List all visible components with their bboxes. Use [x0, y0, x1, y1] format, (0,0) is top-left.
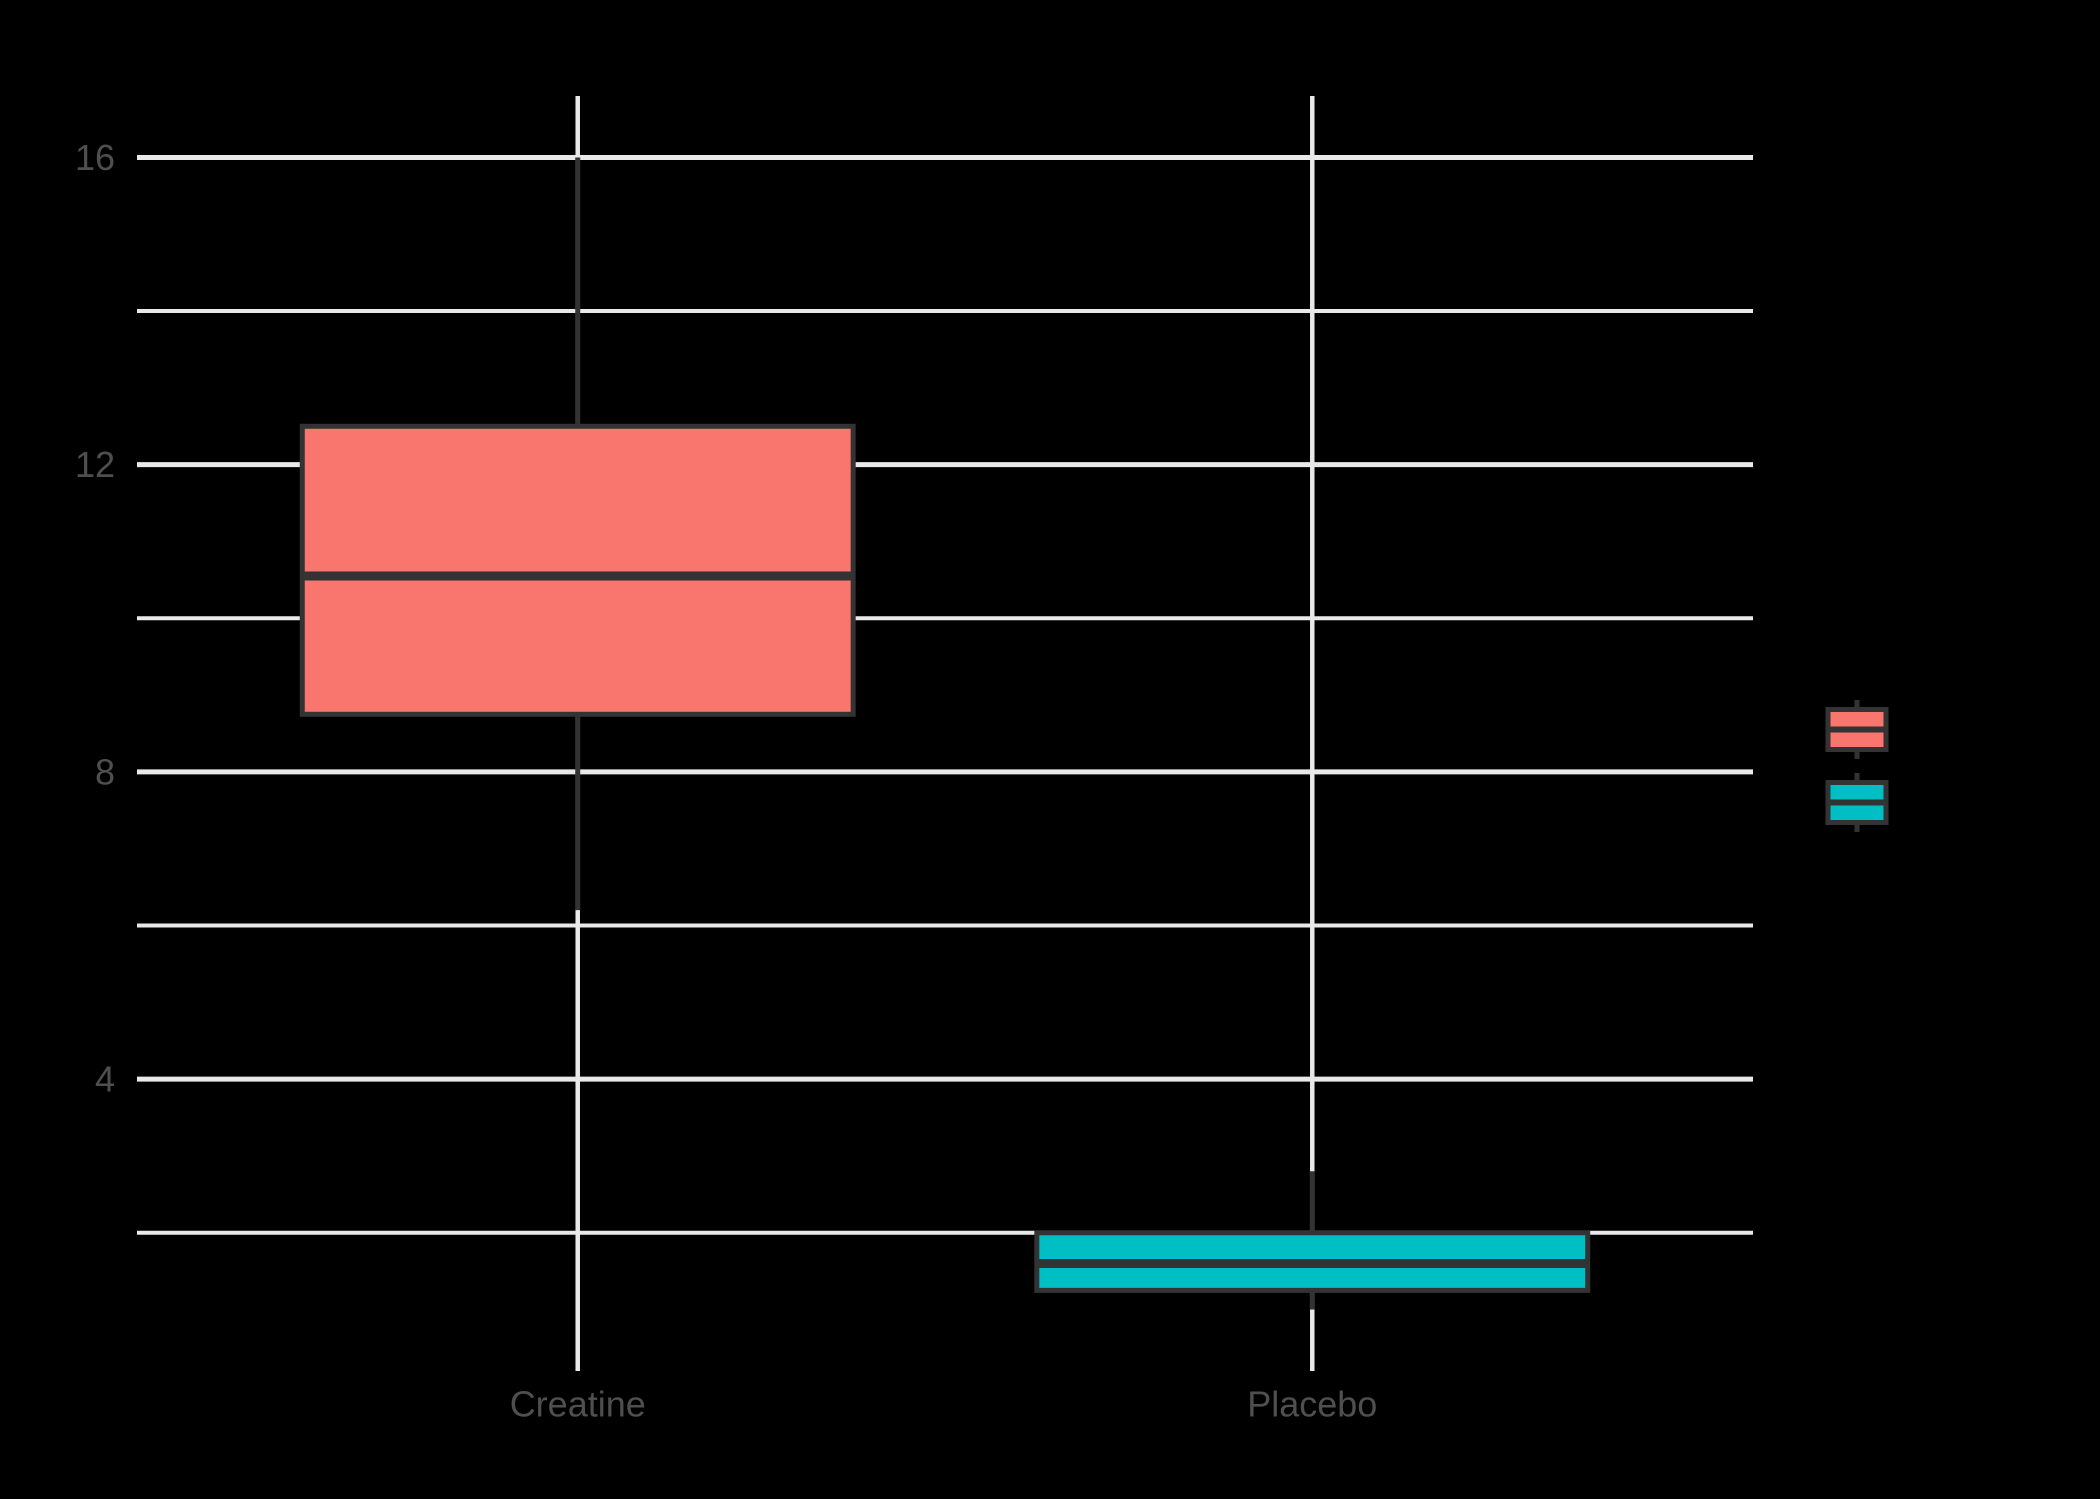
- y-tick-label: 12: [75, 444, 115, 485]
- y-tick-label: 4: [95, 1059, 115, 1100]
- box-creatine: [299, 423, 856, 717]
- y-tick-label: 8: [95, 751, 115, 792]
- x-axis-label-creatine: Creatine: [510, 1384, 646, 1425]
- y-tick-label: 16: [75, 137, 115, 178]
- x-axis-label-placebo: Placebo: [1247, 1384, 1377, 1425]
